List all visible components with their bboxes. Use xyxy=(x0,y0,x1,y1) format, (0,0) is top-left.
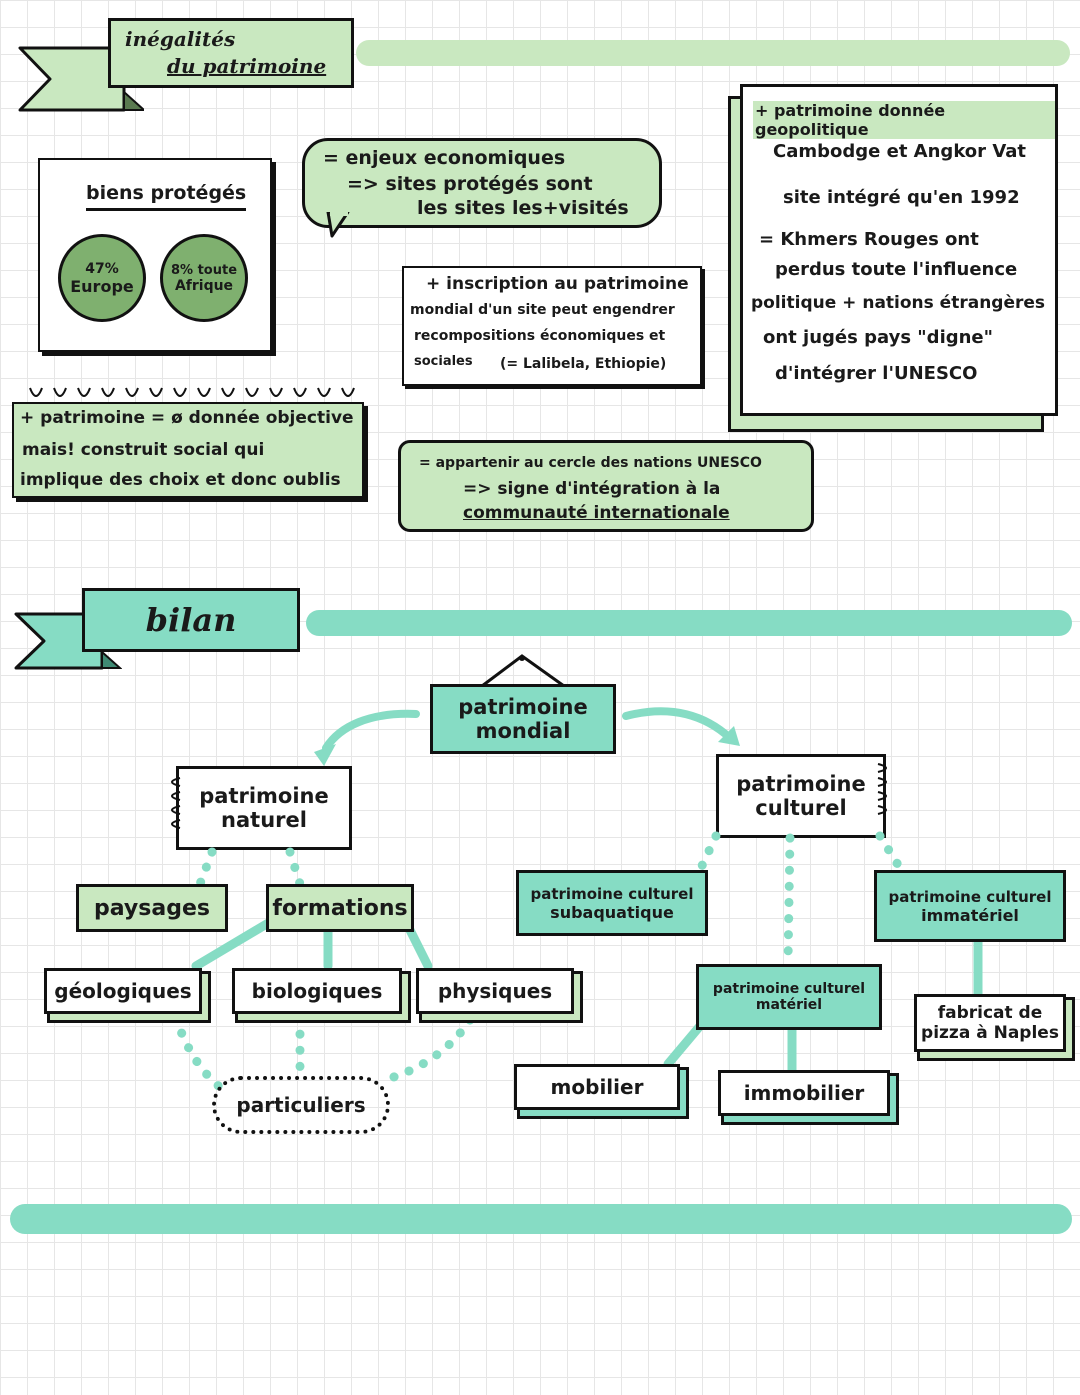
bilan-bar xyxy=(306,610,1072,636)
bilan-title: bilan xyxy=(145,601,237,639)
bottom-bar xyxy=(10,1204,1072,1234)
inscription-note: + inscription au patrimoine mondial d'un… xyxy=(402,266,702,386)
inscription-line1: + inscription au patrimoine xyxy=(426,274,689,294)
spiral-binding-icon xyxy=(29,387,355,397)
physiques-box: physiques xyxy=(416,968,574,1014)
culturel-line1: patrimoine xyxy=(736,772,866,796)
immateriel-line2: immatériel xyxy=(921,905,1019,925)
geo-line2: Cambodge et Angkor Vat xyxy=(773,141,1027,162)
pizza-line1: fabricat de xyxy=(937,1003,1043,1023)
section-title-banner: inégalités du patrimoine xyxy=(108,18,354,88)
immateriel-line1: patrimoine culturel xyxy=(888,887,1052,906)
patrimoine-naturel-box: patrimoine naturel xyxy=(176,766,352,850)
geo-line7: ont jugés pays "digne" xyxy=(763,327,994,348)
materiel-box: patrimoine culturel matériel xyxy=(696,964,882,1030)
subaquatique-box: patrimoine culturel subaquatique xyxy=(516,870,708,936)
root-line2: mondial xyxy=(475,719,571,743)
construit-line1: + patrimoine = ø donnée objective xyxy=(20,408,354,428)
europe-pct: 47% xyxy=(85,260,119,277)
bilan-title-banner: bilan xyxy=(82,588,300,652)
unesco-box: = appartenir au cercle des nations UNESC… xyxy=(398,440,814,532)
materiel-line1: patrimoine culturel xyxy=(712,981,866,997)
inscription-line3: recompositions économiques et xyxy=(414,328,666,344)
particuliers-label: particuliers xyxy=(236,1093,366,1117)
geo-line5: perdus toute l'influence xyxy=(775,259,1018,280)
immateriel-box: patrimoine culturel immatériel xyxy=(874,870,1066,942)
mobilier-box: mobilier xyxy=(514,1064,680,1110)
paysages-box: paysages xyxy=(76,884,228,932)
afrique-pct: 8% toute xyxy=(170,262,238,278)
geologiques-box: géologiques xyxy=(44,968,202,1014)
geopolitique-note: + patrimoine donnée geopolitique Cambodg… xyxy=(740,84,1058,416)
section-title-line1: inégalités xyxy=(125,27,236,51)
construit-social-note: + patrimoine = ø donnée objective mais! … xyxy=(12,402,364,498)
subaquatique-line1: patrimoine culturel xyxy=(530,884,694,903)
formations-box: formations xyxy=(266,884,414,932)
ribbon-tail-icon xyxy=(18,46,144,112)
afrique-label: Afrique xyxy=(174,277,234,294)
enjeux-bubble: = enjeux economiques => sites protégés s… xyxy=(302,138,662,228)
materiel-line2: matériel xyxy=(755,997,823,1013)
geo-line8: d'intégrer l'UNESCO xyxy=(775,363,978,384)
unesco-line3: communauté internationale xyxy=(463,503,730,523)
construit-line2: mais! construit social qui xyxy=(22,440,265,460)
culturel-line2: culturel xyxy=(755,796,847,820)
enjeux-line3: les sites les+visités xyxy=(417,197,629,219)
pizza-box: fabricat de pizza à Naples xyxy=(914,994,1066,1052)
inscription-line2: mondial d'un site peut engendrer xyxy=(410,302,675,318)
enjeux-line2: => sites protégés sont xyxy=(347,173,593,195)
geo-line6: politique + nations étrangères xyxy=(751,293,1046,313)
unesco-line2: => signe d'intégration à la xyxy=(463,479,721,499)
root-line1: patrimoine xyxy=(458,695,588,719)
section-title-line2: du patrimoine xyxy=(167,54,327,78)
biens-proteges-title: biens protégés xyxy=(86,182,247,211)
naturel-line1: patrimoine xyxy=(199,784,329,808)
bubble-tail-icon xyxy=(326,212,350,238)
europe-label: Europe xyxy=(70,276,134,296)
subaquatique-line2: subaquatique xyxy=(550,902,674,922)
hanging-hook-icon xyxy=(481,654,565,688)
construit-line3: implique des choix et donc oublis xyxy=(20,470,341,490)
patrimoine-culturel-box: patrimoine culturel xyxy=(716,754,886,838)
header-bar xyxy=(356,40,1070,66)
spiral-binding-icon-3 xyxy=(877,763,887,815)
geo-line3: site intégré qu'en 1992 xyxy=(783,187,1020,208)
spiral-binding-icon-2 xyxy=(171,777,181,829)
particuliers-cloud: particuliers xyxy=(212,1076,390,1134)
unesco-line1: = appartenir au cercle des nations UNESC… xyxy=(419,455,762,471)
inscription-line4: sociales xyxy=(414,354,473,369)
biologiques-box: biologiques xyxy=(232,968,402,1014)
inscription-example: (= Lalibela, Ethiopie) xyxy=(500,356,667,372)
biens-proteges-card: biens protégés 47% Europe 8% toute Afriq… xyxy=(38,158,272,352)
geo-line1: + patrimoine donnée geopolitique xyxy=(753,101,1055,139)
europe-circle: 47% Europe xyxy=(58,234,146,322)
immobilier-box: immobilier xyxy=(718,1070,890,1116)
enjeux-line1: = enjeux economiques xyxy=(323,147,566,169)
geo-line4: = Khmers Rouges ont xyxy=(759,229,979,250)
pizza-line2: pizza à Naples xyxy=(921,1023,1059,1043)
root-patrimoine-mondial: patrimoine mondial xyxy=(430,684,616,754)
afrique-circle: 8% toute Afrique xyxy=(160,234,248,322)
naturel-line2: naturel xyxy=(221,808,307,832)
